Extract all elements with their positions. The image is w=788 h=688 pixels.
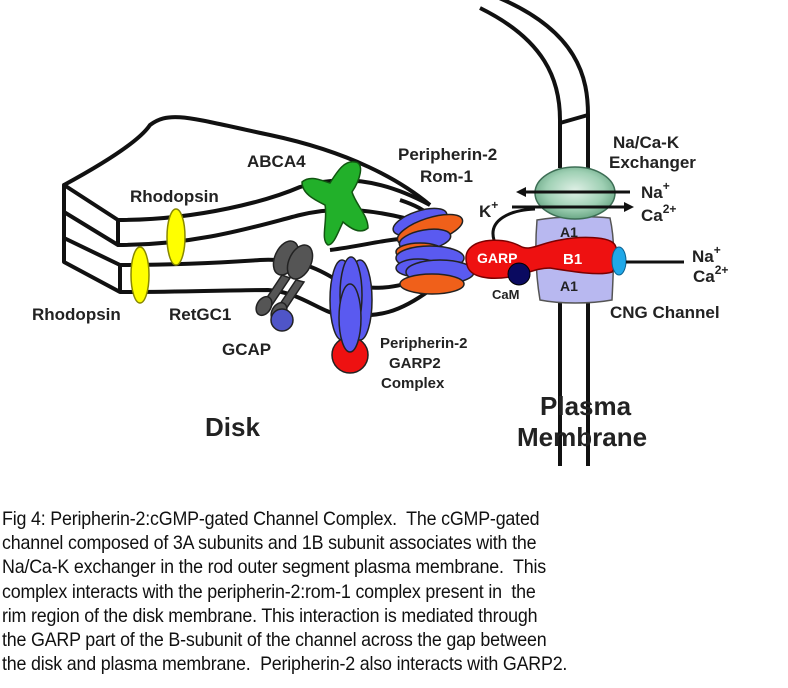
label-cam: CaM: [492, 287, 519, 302]
figure-caption: Fig 4: Peripherin-2:cGMP-gated Channel C…: [2, 508, 733, 677]
label-na-cng: Na+: [692, 243, 721, 266]
na-text: Na: [641, 183, 663, 202]
retgc1-protein: [255, 240, 314, 323]
label-ca-exchanger: Ca2+: [641, 202, 676, 225]
label-ca-cng: Ca2+: [693, 263, 728, 286]
peripherin2-garp2-complex: [329, 256, 373, 374]
label-plasma-line2: Membrane: [517, 422, 647, 452]
garp-b1-subunit: [465, 236, 619, 279]
label-plasma-line1: Plasma: [540, 391, 632, 421]
caption-line: the disk and plasma membrane. Peripherin…: [2, 654, 568, 676]
label-b1: B1: [563, 251, 582, 268]
label-peripherin-rom-line2: Rom-1: [420, 167, 473, 186]
ca-text: Ca: [641, 206, 663, 225]
na-cng-text: Na: [692, 247, 714, 266]
label-garp: GARP: [477, 250, 517, 266]
label-k-ion: K+: [479, 198, 498, 221]
k-text: K: [479, 202, 492, 221]
caption-line: Fig 4: Peripherin-2:cGMP-gated Channel C…: [2, 509, 540, 530]
gcap-protein: [270, 308, 294, 332]
na-cng-sup: +: [714, 243, 721, 257]
ca-cng-sup: 2+: [715, 263, 729, 277]
label-retgc1: RetGC1: [169, 305, 231, 324]
k-sup: +: [491, 198, 498, 212]
caption-line: rim region of the disk membrane. This in…: [2, 605, 538, 627]
caption-line: channel composed of 3A subunits and 1B s…: [2, 533, 537, 555]
label-peripherin-rom-line1: Peripherin-2: [398, 145, 497, 164]
cng-pore: [611, 246, 627, 276]
label-peripherin-garp2-line1: Peripherin-2: [380, 335, 468, 352]
label-a1-top: A1: [560, 224, 578, 240]
cam-protein: [507, 262, 531, 286]
label-peripherin-garp2-line2: GARP2: [389, 355, 441, 372]
label-gcap: GCAP: [222, 340, 271, 359]
label-rhodopsin-upper: Rhodopsin: [130, 187, 219, 206]
rod-outer-segment-diagram: Rhodopsin Rhodopsin ABCA4 RetGC1 GCAP Pe…: [32, 0, 728, 466]
label-a1-bottom: A1: [560, 278, 578, 294]
caption-line: the GARP part of the B-subunit of the ch…: [2, 630, 547, 652]
rhodopsin-upper: [166, 208, 186, 266]
label-exchanger-line1: Na/Ca-K: [613, 133, 680, 152]
label-cng-channel: CNG Channel: [610, 303, 720, 322]
label-abca4: ABCA4: [247, 152, 306, 171]
ca-cng-text: Ca: [693, 267, 715, 286]
disk-membranes: [62, 115, 434, 318]
peripherin2-rom1-complex: [392, 207, 475, 295]
label-peripherin-garp2-line3: Complex: [381, 375, 445, 392]
caption-line: Na/Ca-K exchanger in the rod outer segme…: [2, 557, 547, 579]
ca-sup: 2+: [663, 202, 677, 216]
plasma-membrane: [479, 0, 590, 466]
label-exchanger-line2: Exchanger: [609, 153, 696, 172]
k-ion-path: [491, 207, 536, 241]
label-na-exchanger: Na+: [641, 179, 670, 202]
caption-line: complex interacts with the peripherin-2:…: [2, 581, 536, 603]
label-rhodopsin-lower: Rhodopsin: [32, 305, 121, 324]
abca4-protein: [301, 161, 369, 246]
na-sup: +: [663, 179, 670, 193]
rhodopsin-lower: [130, 246, 150, 304]
label-disk: Disk: [205, 412, 260, 442]
